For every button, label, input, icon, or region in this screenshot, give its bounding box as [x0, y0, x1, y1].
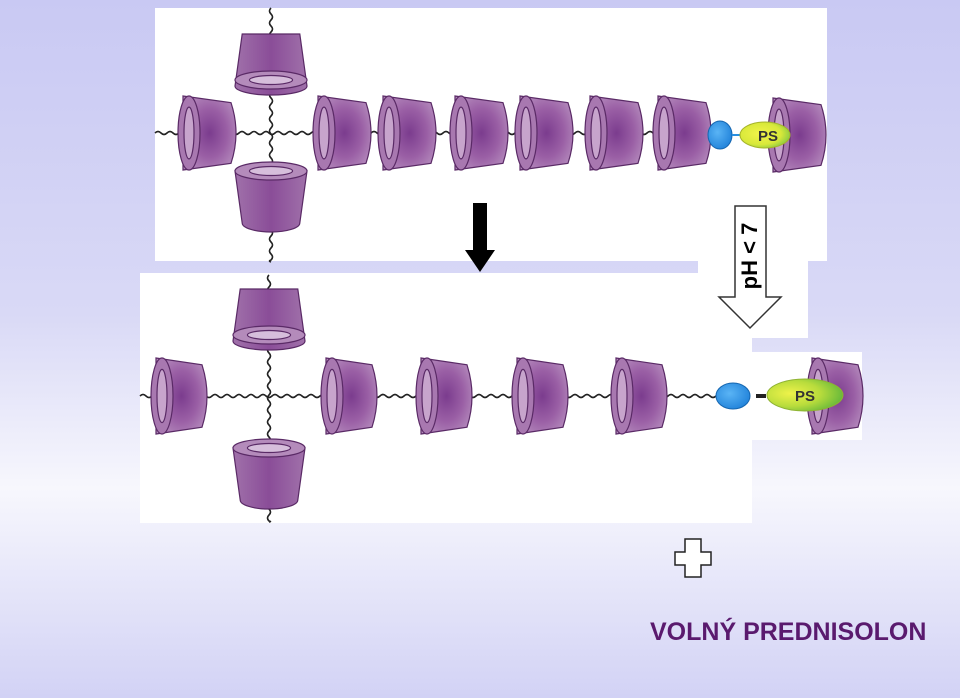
hollow-arrow-down-icon: pH < 7 [717, 205, 783, 330]
linker-blue-bottom [715, 382, 751, 410]
plus-icon [674, 538, 712, 578]
ring-bottom-down [232, 438, 306, 510]
free-prednisolone-label: VOLNÝ PREDNISOLON [650, 618, 927, 646]
ring-top-1 [312, 95, 372, 171]
arrow-down-icon [465, 203, 495, 272]
ph-label: pH < 7 [737, 223, 762, 290]
ring-top-4 [514, 95, 574, 171]
conjugate-bottom: PS [715, 378, 844, 412]
ring-bottom-4 [610, 357, 668, 435]
ps-label-top: PS [758, 128, 778, 145]
ring-top-6 [652, 95, 712, 171]
ring-top-end [767, 97, 827, 173]
ps-label-bottom: PS [795, 388, 815, 405]
ring-top-5 [584, 95, 644, 171]
ring-bottom-0 [150, 357, 208, 435]
ring-top-3 [449, 95, 509, 171]
linker-blue-top [707, 120, 733, 150]
ring-bottom-up [232, 288, 306, 351]
ring-top-up [234, 33, 308, 96]
prednisolone-top [739, 121, 791, 149]
ring-bottom-2 [415, 357, 473, 435]
ring-top-down [234, 161, 308, 233]
ring-bottom-3 [511, 357, 569, 435]
ring-top-0 [177, 95, 237, 171]
ring-bottom-1 [320, 357, 378, 435]
polymer-chains [139, 7, 717, 523]
prednisolone-bottom [766, 378, 844, 412]
cyclodextrin-rings [150, 33, 864, 510]
conjugate-top: PS [707, 120, 791, 150]
ring-top-2 [377, 95, 437, 171]
